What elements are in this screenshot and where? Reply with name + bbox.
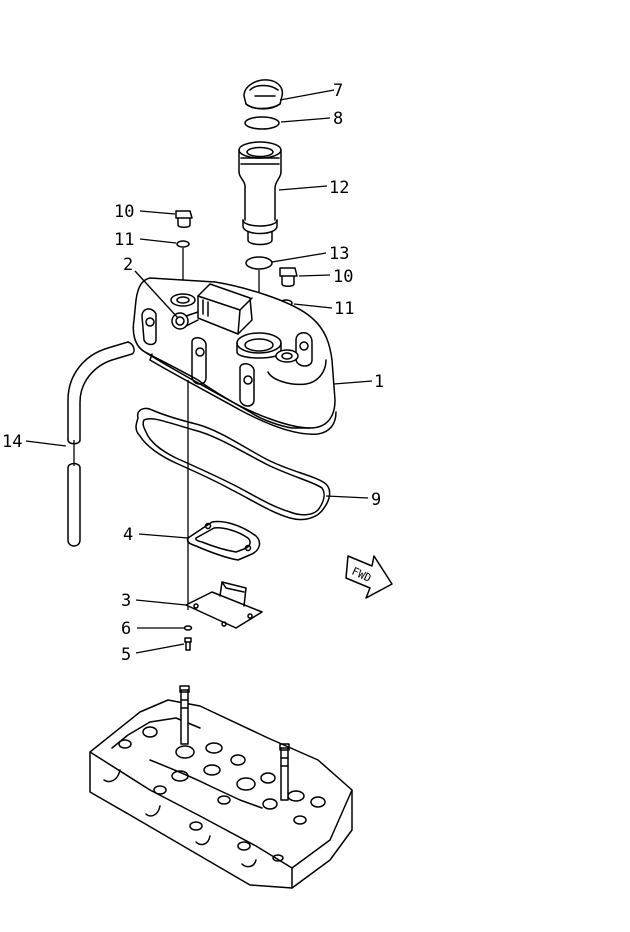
cap-o-ring bbox=[244, 116, 280, 130]
callout-1: 1 bbox=[374, 372, 384, 392]
callout-11-left: 11 bbox=[114, 230, 134, 250]
cover-gasket bbox=[135, 407, 331, 521]
baffle-plate bbox=[185, 581, 263, 629]
callout-3: 3 bbox=[121, 591, 131, 611]
plate-gasket bbox=[186, 520, 261, 561]
callout-11-right: 11 bbox=[334, 299, 354, 319]
screw bbox=[184, 637, 192, 651]
tube-o-ring bbox=[245, 256, 273, 270]
callout-13: 13 bbox=[329, 244, 349, 264]
callout-2: 2 bbox=[123, 255, 133, 275]
forward-direction-arrow: FWD bbox=[345, 555, 393, 599]
callout-5: 5 bbox=[121, 645, 131, 665]
callout-9: 9 bbox=[371, 490, 381, 510]
fwd-label: FWD bbox=[350, 565, 374, 585]
washer-left bbox=[176, 240, 190, 248]
lock-washer bbox=[183, 625, 193, 631]
callout-8: 8 bbox=[333, 109, 343, 129]
callout-14: 14 bbox=[2, 432, 22, 452]
plug-bolt-left bbox=[175, 210, 193, 228]
callout-10-left: 10 bbox=[114, 202, 134, 222]
oil-filler-cap bbox=[243, 79, 284, 110]
callout-10-right: 10 bbox=[333, 267, 353, 287]
breather-hose bbox=[67, 341, 135, 547]
callout-6: 6 bbox=[121, 619, 131, 639]
callout-12: 12 bbox=[329, 178, 349, 198]
cylinder-head bbox=[89, 685, 353, 889]
callout-4: 4 bbox=[123, 525, 133, 545]
breather-box bbox=[171, 283, 253, 335]
callout-7: 7 bbox=[333, 81, 343, 101]
filler-tube bbox=[238, 141, 282, 246]
plug-bolt-right bbox=[279, 267, 298, 287]
